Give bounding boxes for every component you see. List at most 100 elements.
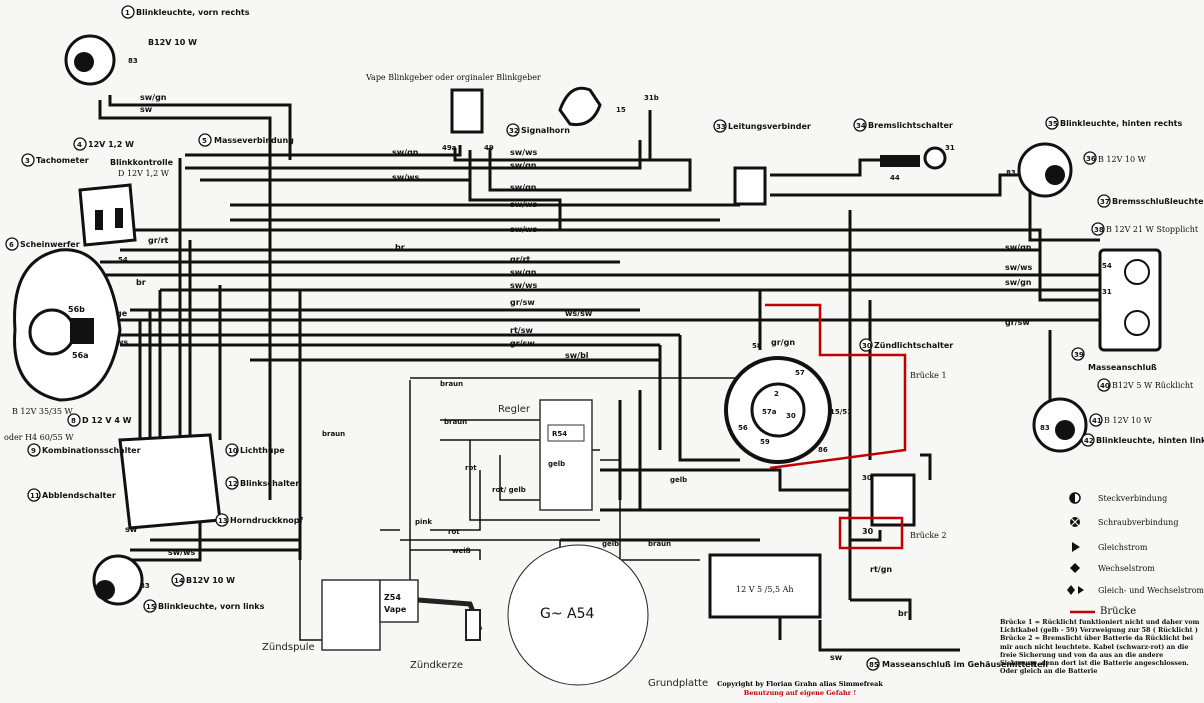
label-14: B12V 10 W [186, 576, 235, 585]
battery-label: 12 V 5 /5,5 Ah [736, 585, 794, 594]
spark-plug [465, 609, 481, 641]
label-b12v10w-top: B12V 10 W [148, 38, 197, 47]
fuse-30-label: 30 [862, 527, 874, 536]
num-35: 35 [1048, 120, 1058, 128]
label-circle-30 [859, 338, 873, 352]
label-circle-13 [215, 513, 229, 527]
regler-r54: R54 [552, 430, 567, 438]
legend-label-4: Gleich- und Wechselstrom [1098, 586, 1204, 595]
term-31-rl: 31 [1060, 426, 1070, 434]
num-30: 30 [862, 342, 872, 350]
legend: Steckverbindung Schraubverbindung Gleich… [1067, 492, 1204, 617]
wire-rtgn: rt/gn [870, 565, 892, 574]
label-circle-15 [143, 599, 157, 613]
num-42: 42 [1084, 437, 1094, 445]
label-circle-11 [27, 488, 41, 502]
label-circle-38 [1091, 222, 1105, 236]
label-bulb2: oder H4 60/55 W [4, 433, 74, 442]
num-37: 37 [1100, 198, 1110, 206]
term-31-tl: 31 [1102, 288, 1112, 296]
wire-harness [98, 95, 1100, 652]
label-56b: 56b [68, 305, 85, 314]
label-36: B 12V 10 W [1098, 155, 1147, 164]
zuendspule-label: Zündspule [262, 642, 315, 653]
wire-ws-1: ws [116, 338, 128, 347]
wire-wssw-1: ws/sw [565, 309, 593, 318]
wire-swgn-2: sw/gn [392, 148, 419, 157]
num-5: 5 [202, 137, 207, 145]
legend-label-2: Gleichstrom [1098, 543, 1148, 552]
label-4: 12V 1,2 W [88, 140, 134, 149]
speedometer-box [78, 183, 137, 247]
wire-grrt-2: gr/rt [510, 255, 531, 264]
legend-label-5: Brücke [1100, 606, 1136, 617]
vape-label: Vape [384, 605, 407, 614]
regler-label: Regler [498, 404, 531, 415]
wire-swws-7: sw/ws [1005, 263, 1032, 272]
num-39: 39 [1074, 351, 1084, 359]
num-33: 33 [716, 123, 726, 131]
label-4a: Blinkkontrolle [110, 158, 174, 167]
label-circle-37 [1097, 194, 1111, 208]
label-circle-10 [225, 443, 239, 457]
label-vape-blinkgeber: Vape Blinkgeber oder orginaler Blinkgebe… [365, 73, 541, 82]
num-40: 40 [1100, 382, 1110, 390]
num-10: 10 [228, 447, 238, 455]
num-11: 11 [30, 492, 40, 500]
flasher-relay [450, 88, 484, 134]
num-38: 38 [1094, 226, 1104, 234]
label-32: Signalhorn [521, 126, 570, 135]
num-4: 4 [77, 141, 82, 149]
label-circle-36 [1083, 151, 1097, 165]
term-49: 49 [484, 144, 494, 152]
wire-braun-4: braun [648, 540, 671, 548]
label-11: Abblendschalter [42, 491, 116, 500]
wire-grsw-2: gr/sw [510, 339, 535, 348]
wire-weiss: weiß [452, 547, 471, 555]
regler-gelb: gelb [548, 460, 565, 468]
equipment-labels: Regler R54 gelb Zündspule Zündkerze Grun… [262, 371, 947, 689]
bridge-2-box [838, 516, 904, 550]
term-54: 54 [118, 256, 128, 264]
wire-br-2: br [136, 278, 146, 287]
wire-labels: sw/gn sw sw/gn sw/ws sw/ws sw/gn sw/gn s… [116, 93, 1032, 662]
wire-rot-2: rot [448, 528, 460, 536]
legend-label-3: Wechselstrom [1098, 564, 1155, 573]
wire-gelb-2: gelb [670, 476, 687, 484]
wire-swws-2: sw/ws [510, 148, 537, 157]
term-83-rr: 83 [1006, 169, 1016, 177]
term-31: 31 [945, 144, 955, 152]
wire-swws-3: sw/ws [510, 200, 537, 209]
triangle-icon [1072, 542, 1080, 552]
wire-grgn-1: gr/gn [771, 338, 795, 347]
label-circle-32 [506, 123, 520, 137]
wire-sw-1: sw [140, 105, 153, 114]
label-circle-6 [5, 237, 19, 251]
turn-signal-front-left [92, 554, 144, 606]
label-circle-40 [1097, 378, 1111, 392]
term-83-rl: 83 [1040, 424, 1050, 432]
term-83: 83 [128, 57, 138, 65]
label-circle-3 [21, 153, 35, 167]
wire-swws-6: sw/ws [168, 548, 195, 557]
label-15: Blinkleuchte, vorn links [158, 602, 265, 611]
num-85: 85 [869, 661, 879, 669]
bridge-1-line [765, 303, 907, 470]
label-circle-35 [1045, 116, 1059, 130]
num-32: 32 [509, 127, 519, 135]
term-83-fl: 83 [140, 582, 150, 590]
label-37: Bremsschlußleuchte [1112, 197, 1204, 206]
label-13: Horndruckknopf [230, 516, 304, 525]
label-circle-33 [713, 119, 727, 133]
wire-rot-1: rot [465, 464, 477, 472]
ignition-coil [321, 579, 381, 651]
warning-line: Benutzung auf eigene Gefahr ! [743, 689, 857, 697]
term-1551: 15/51 [830, 408, 852, 416]
screw-icon [1070, 517, 1080, 527]
label-5: Masseverbindung [214, 136, 294, 145]
num-34: 34 [856, 122, 866, 130]
wire-swgn-1: sw/gn [140, 93, 167, 102]
turn-signal-front-right [64, 34, 116, 86]
label-circle-4 [73, 137, 87, 151]
copyright-line: Copyright by Florian Grahn alias Simmefr… [717, 680, 883, 688]
